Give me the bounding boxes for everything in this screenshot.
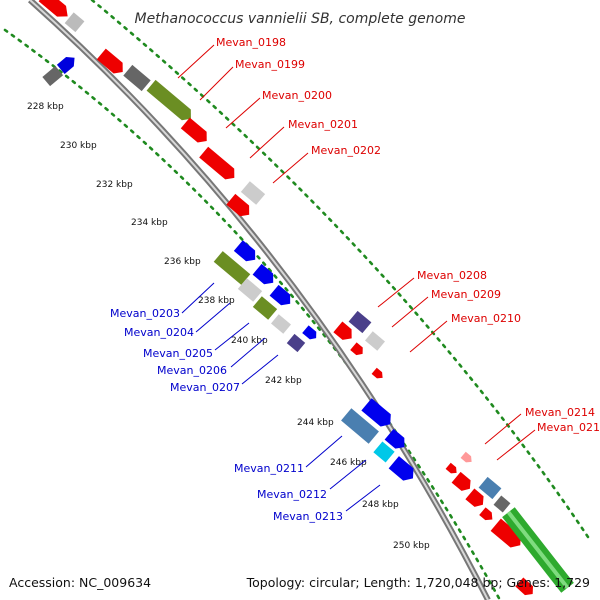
gene-label-0207[interactable]: Mevan_0207 bbox=[170, 381, 240, 394]
gene-arrow bbox=[302, 325, 317, 340]
tick-234: 234 kbp bbox=[131, 218, 168, 228]
gene-label-0205[interactable]: Mevan_0205 bbox=[143, 347, 213, 360]
tick-248: 248 kbp bbox=[362, 500, 399, 510]
topology-text: Topology: circular; Length: 1,720,048 bp… bbox=[246, 575, 590, 590]
tick-244: 244 kbp bbox=[297, 418, 334, 428]
gene-arrow bbox=[371, 367, 383, 379]
gene-arrow bbox=[269, 284, 291, 306]
gene-arrow bbox=[233, 240, 256, 262]
gene-arrow bbox=[384, 428, 405, 449]
tick-230: 230 kbp bbox=[60, 141, 97, 151]
gene-gray bbox=[493, 495, 511, 513]
gene-arrow bbox=[451, 471, 471, 491]
gene-label-0209[interactable]: Mevan_0209 bbox=[431, 288, 501, 301]
gene-arrow bbox=[460, 451, 472, 463]
reverse-leaders bbox=[181, 282, 381, 512]
gene-label-0198[interactable]: Mevan_0198 bbox=[216, 36, 286, 49]
gene-steelblue bbox=[341, 408, 379, 444]
gene-gray bbox=[64, 12, 85, 33]
gene-olive bbox=[213, 251, 251, 285]
reverse-gene-labels: Mevan_0203 Mevan_0204 Mevan_0205 Mevan_0… bbox=[110, 307, 343, 523]
gene-arrow bbox=[479, 507, 493, 521]
forward-gene-labels: Mevan_0198 Mevan_0199 Mevan_0200 Mevan_0… bbox=[216, 36, 600, 434]
gene-arrow bbox=[146, 79, 191, 121]
gene-arrow bbox=[180, 117, 207, 143]
gene-arrow bbox=[350, 342, 363, 356]
gene-arrow bbox=[56, 57, 75, 74]
gc-dotted-tracks bbox=[3, 0, 592, 600]
gene-cyan bbox=[373, 441, 395, 463]
gene-label-0211[interactable]: Mevan_0211 bbox=[234, 462, 304, 475]
map-title: Methanococcus vannielii SB, complete gen… bbox=[134, 11, 465, 27]
tick-240: 240 kbp bbox=[231, 336, 268, 346]
gene-label-0208[interactable]: Mevan_0208 bbox=[417, 269, 487, 282]
gene-gray bbox=[237, 278, 263, 302]
genome-backbone bbox=[28, 0, 491, 600]
gene-arrow bbox=[226, 193, 250, 217]
tick-236: 236 kbp bbox=[164, 257, 201, 267]
tick-250: 250 kbp bbox=[393, 541, 430, 551]
gene-label-0215[interactable]: Mevan_0215 bbox=[537, 421, 600, 434]
gene-label-0199[interactable]: Mevan_0199 bbox=[235, 58, 305, 71]
gene-label-0203[interactable]: Mevan_0203 bbox=[110, 307, 180, 320]
gene-steelblue bbox=[478, 476, 502, 500]
gene-label-0214[interactable]: Mevan_0214 bbox=[525, 406, 595, 419]
gene-gray bbox=[123, 64, 151, 92]
gene-gray bbox=[271, 314, 291, 334]
gene-arrow bbox=[465, 488, 484, 507]
gene-arrow bbox=[515, 577, 533, 596]
tick-246: 246 kbp bbox=[330, 458, 367, 468]
tick-238: 238 kbp bbox=[198, 296, 235, 306]
gene-label-0201[interactable]: Mevan_0201 bbox=[288, 118, 358, 131]
gene-arrow bbox=[445, 462, 457, 474]
gene-label-0213[interactable]: Mevan_0213 bbox=[273, 510, 343, 523]
gene-arrow bbox=[361, 398, 391, 427]
accession-text: Accession: NC_009634 bbox=[9, 575, 151, 590]
gene-arrow bbox=[388, 456, 414, 481]
gene-arrow bbox=[252, 263, 274, 285]
gene-gray bbox=[365, 331, 385, 351]
forward-leaders bbox=[177, 44, 536, 461]
gene-slate bbox=[348, 310, 372, 334]
gene-arrow bbox=[199, 146, 235, 180]
gene-olive bbox=[252, 296, 278, 320]
gene-features bbox=[38, 0, 574, 596]
gene-label-0210[interactable]: Mevan_0210 bbox=[451, 312, 521, 325]
gene-gray bbox=[42, 66, 64, 87]
inner-dotted-track bbox=[90, 0, 592, 542]
gene-arrow bbox=[96, 48, 123, 74]
gene-arrow bbox=[38, 0, 68, 17]
gene-gray bbox=[240, 181, 266, 205]
gene-label-0204[interactable]: Mevan_0204 bbox=[124, 326, 194, 339]
gene-label-0200[interactable]: Mevan_0200 bbox=[262, 89, 332, 102]
gene-slate bbox=[286, 333, 306, 353]
tick-232: 232 kbp bbox=[96, 180, 133, 190]
tick-228: 228 kbp bbox=[27, 102, 64, 112]
gene-arrow bbox=[490, 518, 521, 548]
kbp-ticks: 228 kbp 230 kbp 232 kbp 234 kbp 236 kbp … bbox=[27, 102, 430, 551]
gene-arrow bbox=[333, 321, 352, 340]
gene-label-0202[interactable]: Mevan_0202 bbox=[311, 144, 381, 157]
gene-label-0212[interactable]: Mevan_0212 bbox=[257, 488, 327, 501]
tick-242: 242 kbp bbox=[265, 376, 302, 386]
outer-dotted-track bbox=[3, 28, 502, 600]
gene-label-0206[interactable]: Mevan_0206 bbox=[157, 364, 227, 377]
